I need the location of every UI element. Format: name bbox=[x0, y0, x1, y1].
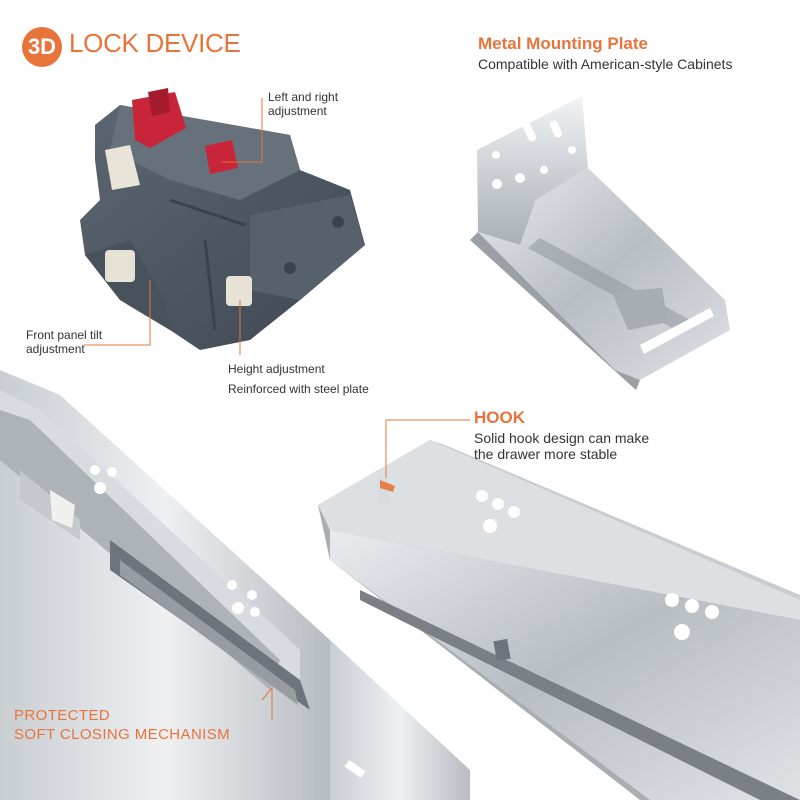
height-adjustment-label: Height adjustment bbox=[228, 362, 325, 376]
soft-close-line1: PROTECTED bbox=[14, 707, 111, 724]
reinforced-label: Reinforced with steel plate bbox=[228, 382, 369, 396]
hook-description-line2: the drawer more stable bbox=[474, 446, 618, 462]
mounting-plate-title: Metal Mounting Plate bbox=[478, 34, 648, 53]
lock-device-image bbox=[80, 88, 365, 350]
left-right-adjustment-label: Left and right adjustment bbox=[268, 90, 339, 118]
3d-badge: 3D bbox=[22, 27, 62, 67]
mounting-plate-subtitle: Compatible with American-style Cabinets bbox=[478, 56, 733, 72]
hook-description-line1: Solid hook design can make bbox=[474, 430, 650, 446]
lock-device-title: LOCK DEVICE bbox=[69, 28, 241, 58]
soft-close-rail-image bbox=[0, 370, 470, 800]
lock-callout-lines bbox=[84, 98, 263, 355]
front-panel-tilt-label: Front panel tilt adjustment bbox=[26, 328, 103, 356]
soft-close-line2: SOFT CLOSING MECHANISM bbox=[14, 726, 231, 743]
mounting-plate-image bbox=[470, 96, 730, 390]
hook-callout-lines bbox=[261, 419, 470, 720]
hook-rail-image bbox=[318, 440, 800, 800]
hook-title: HOOK bbox=[474, 408, 525, 427]
